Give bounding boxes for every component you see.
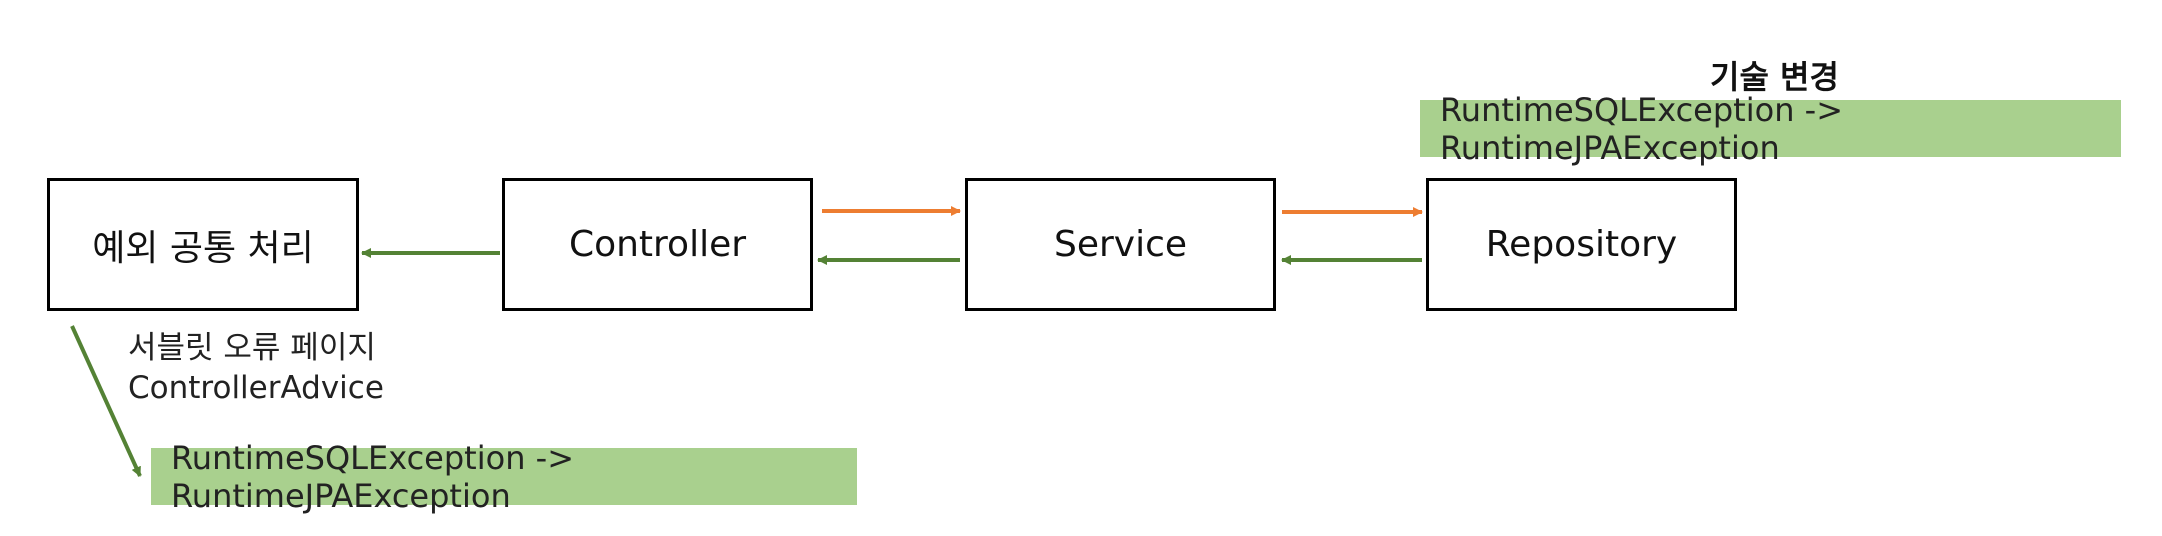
handler-note-line2: ControllerAdvice	[128, 370, 384, 406]
service-label: Service	[1053, 224, 1188, 265]
controller-box: Controller	[502, 178, 813, 311]
handler-note-line1: 서블릿 오류 페이지	[128, 330, 376, 366]
bottom-exception-change-text: RuntimeSQLException -> RuntimeJPAExcepti…	[171, 438, 574, 515]
top-exception-change-text: RuntimeSQLException -> RuntimeJPAExcepti…	[1440, 90, 1843, 167]
repository-box: Repository	[1426, 178, 1737, 311]
bottom-exception-change: RuntimeSQLException -> RuntimeJPAExcepti…	[151, 439, 857, 515]
tech-change-title: 기술 변경	[1710, 58, 1839, 96]
controller-label: Controller	[568, 224, 747, 265]
exception-handler-box: 예외 공통 처리	[47, 178, 359, 311]
repository-label: Repository	[1485, 224, 1678, 265]
exception-handler-label: 예외 공통 처리	[92, 227, 314, 269]
service-box: Service	[965, 178, 1276, 311]
arrow-handler-to-bottom-change	[70, 325, 142, 477]
handler-note: 서블릿 오류 페이지 ControllerAdvice	[128, 328, 384, 408]
top-exception-change: RuntimeSQLException -> RuntimeJPAExcepti…	[1420, 91, 2121, 167]
